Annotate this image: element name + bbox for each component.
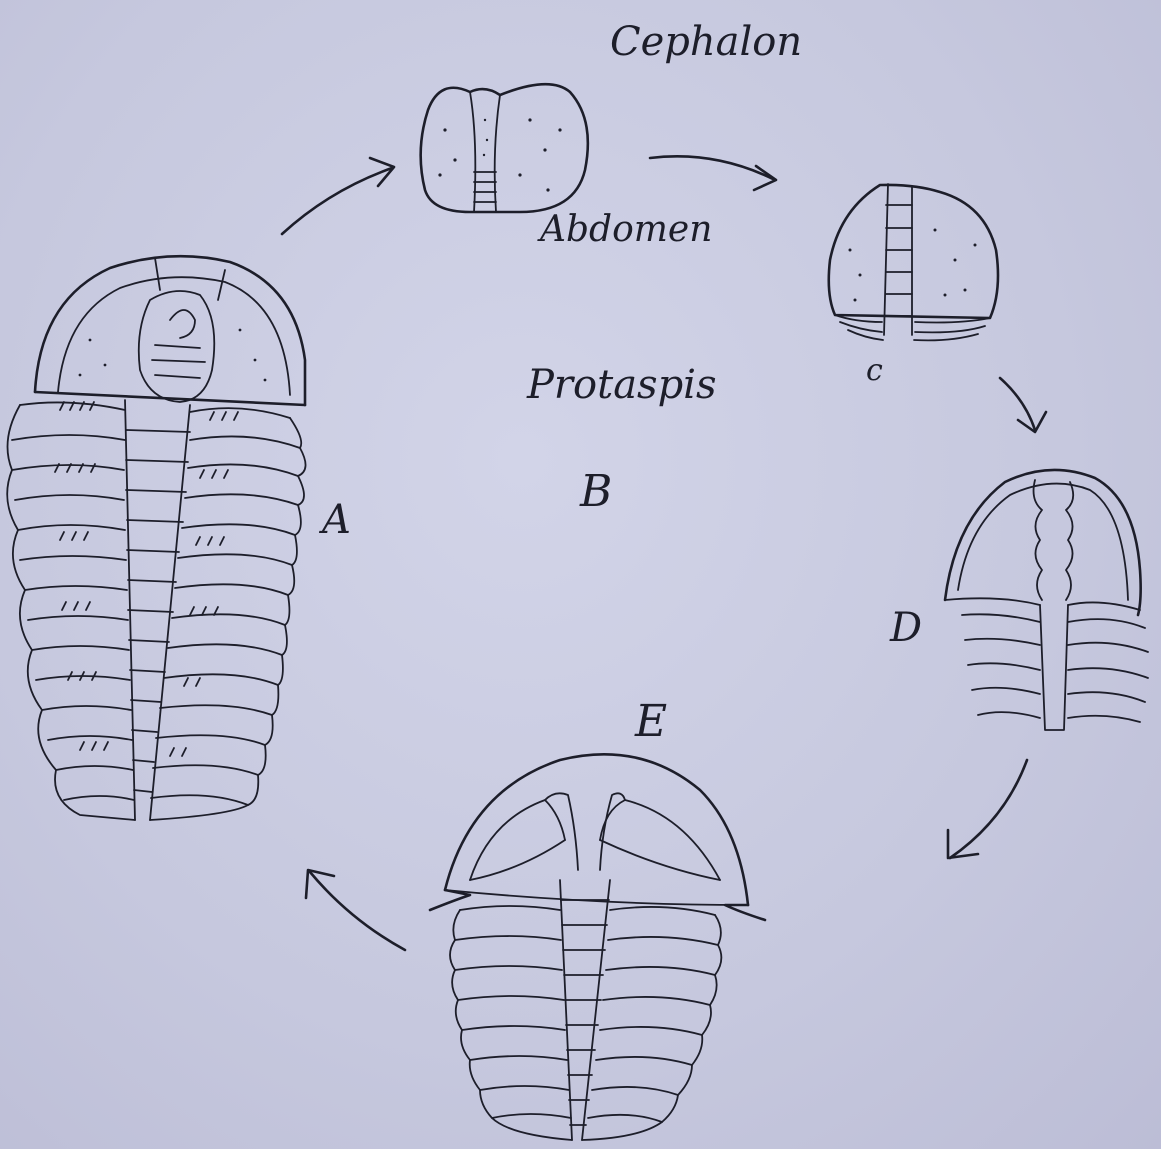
stage-c-larva bbox=[829, 184, 998, 340]
label-stage-e: E bbox=[635, 700, 667, 744]
arrow-c-to-d bbox=[1000, 378, 1046, 432]
protaspis-b bbox=[421, 84, 588, 212]
label-stage-d: D bbox=[890, 608, 922, 648]
stage-e-juvenile bbox=[430, 754, 765, 1140]
label-stage-a: A bbox=[322, 500, 351, 540]
adult-trilobite-a bbox=[7, 256, 305, 820]
arrow-d-to-e bbox=[948, 760, 1027, 858]
arrow-b-to-c bbox=[650, 156, 776, 190]
label-stage-b: B bbox=[580, 470, 612, 514]
arrow-a-to-b bbox=[282, 158, 394, 234]
label-cephalon: Cephalon bbox=[610, 22, 802, 62]
label-protaspis: Protaspis bbox=[527, 365, 717, 405]
stage-d-larva bbox=[945, 470, 1148, 730]
label-abdomen: Abdomen bbox=[540, 212, 712, 248]
arrow-e-to-a bbox=[306, 870, 405, 950]
label-stage-c: c bbox=[866, 356, 883, 386]
